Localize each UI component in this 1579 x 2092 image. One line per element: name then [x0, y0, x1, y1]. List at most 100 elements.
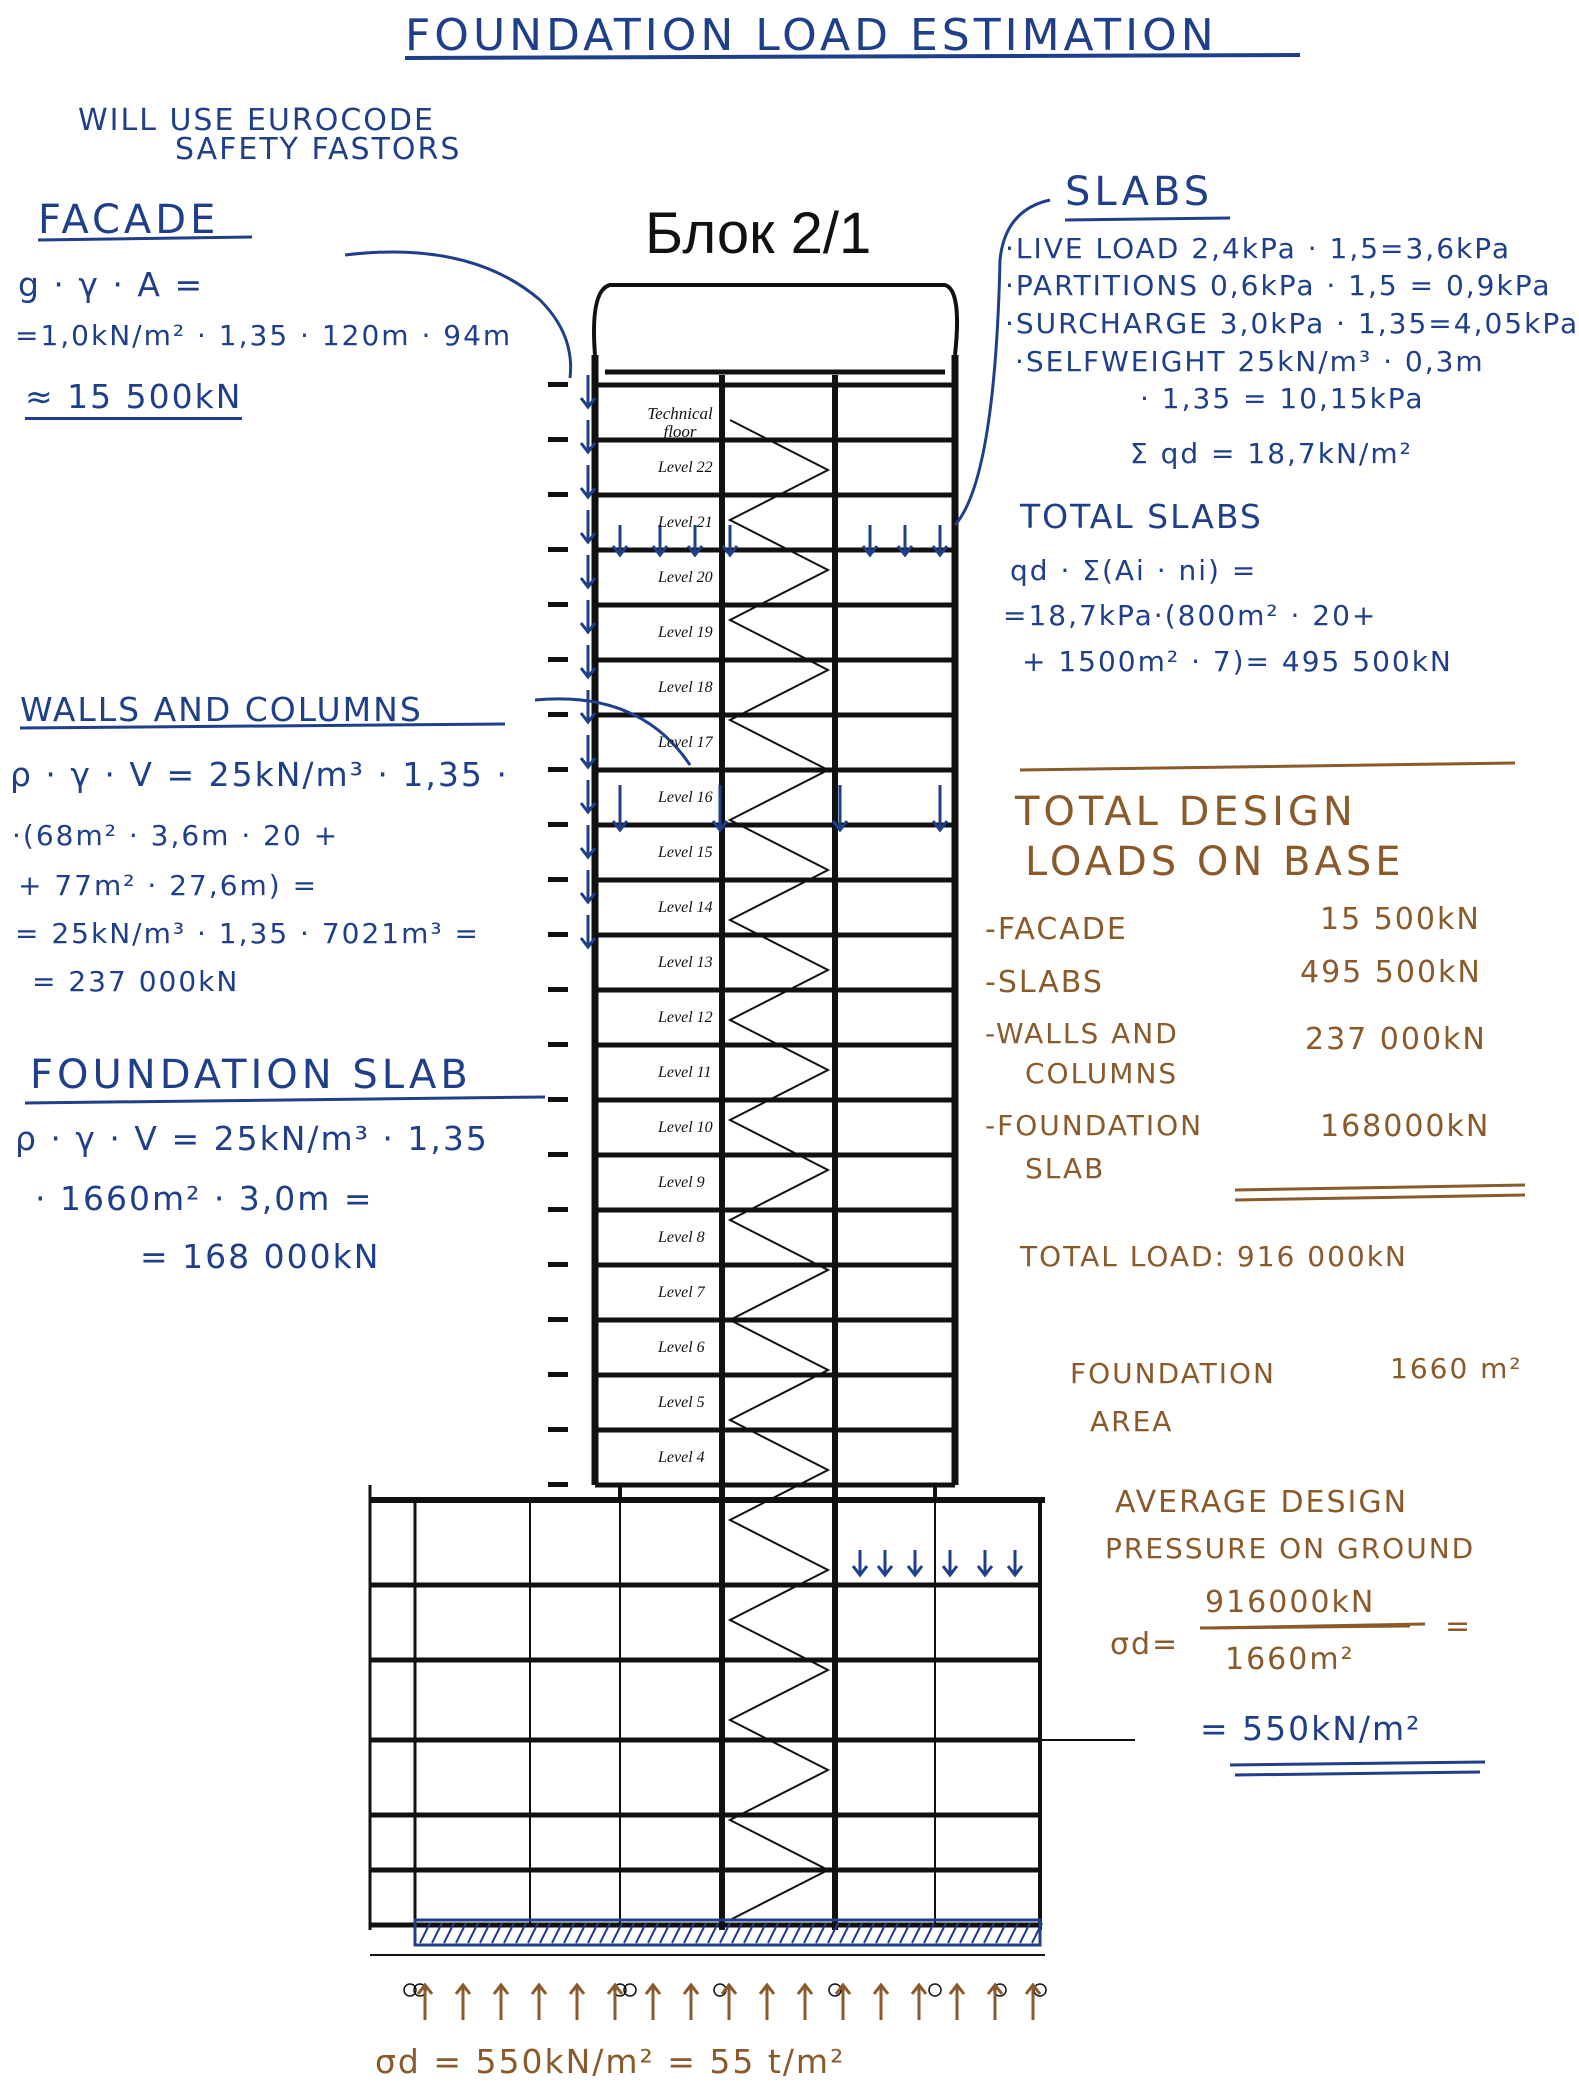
- hatch-stroke: [503, 1922, 515, 1944]
- hatch-stroke: [455, 1922, 467, 1944]
- stair-flight: [727, 419, 831, 1921]
- total-slabs-line-1: qd · Σ(Ai · ni) =: [1010, 554, 1258, 587]
- hatch-stroke: [719, 1922, 731, 1944]
- facade-result: ≈ 15 500kN: [25, 380, 243, 420]
- facade-heading: FACADE: [38, 197, 220, 243]
- dimension-tick: [548, 767, 568, 772]
- level-label: Level 13: [658, 953, 713, 971]
- load-arrowhead: [896, 545, 914, 558]
- note-line-1: WILL USE EUROCODE: [78, 103, 435, 138]
- block-label: Блок 2/1: [645, 201, 872, 266]
- walls-line-3: + 77m² · 27,6m) =: [18, 869, 319, 902]
- load-arrowhead: [876, 1565, 894, 1578]
- level-label: Level 15: [658, 843, 713, 861]
- load-arrowhead: [721, 545, 739, 558]
- hatch-stroke: [695, 1922, 707, 1944]
- load-arrowhead: [579, 847, 597, 860]
- dimension-tick: [548, 932, 568, 937]
- load-arrowhead: [906, 1565, 924, 1578]
- hatch-stroke: [863, 1922, 875, 1944]
- dimension-tick: [548, 1262, 568, 1267]
- level-label: Level 22: [658, 458, 713, 476]
- hatch-stroke: [479, 1922, 491, 1944]
- dimension-tick: [548, 547, 568, 552]
- facade-line-2: =1,0kN/m² · 1,35 · 120m · 94m: [15, 319, 513, 352]
- dimension-tick: [548, 492, 568, 497]
- load-arrowhead: [644, 1982, 662, 1995]
- dimension-tick: [548, 1042, 568, 1047]
- dimension-tick: [548, 602, 568, 607]
- slabs-sum: Σ qd = 18,7kN/m²: [1130, 437, 1413, 470]
- load-arrowhead: [986, 1982, 1004, 1995]
- hatch-stroke: [971, 1922, 983, 1944]
- bottom-pressure-equation: σd = 550kN/m² = 55 t/m²: [375, 2042, 846, 2081]
- area-label-2: AREA: [1090, 1405, 1174, 1438]
- load-arrowhead: [579, 802, 597, 815]
- grid-axis-bubble: [928, 1983, 942, 1997]
- load-arrowhead: [579, 397, 597, 410]
- load-arrowhead: [611, 545, 629, 558]
- totals-heading-2: LOADS ON BASE: [1025, 839, 1405, 885]
- slabs-line-2: ·PARTITIONS 0,6kPa · 1,5 = 0,9kPa: [1005, 269, 1552, 302]
- floor-lines: [595, 382, 955, 1488]
- slabs-line-4: ·SELFWEIGHT 25kN/m³ · 0,3m: [1015, 345, 1485, 378]
- load-arrowhead: [861, 545, 879, 558]
- hatch-stroke: [647, 1922, 659, 1944]
- total-slabs-heading: TOTAL SLABS: [1020, 497, 1263, 536]
- hatch-stroke: [959, 1922, 971, 1944]
- average-pressure-result: = 550kN/m²: [1200, 1709, 1422, 1748]
- load-arrowhead: [579, 892, 597, 905]
- load-arrowhead: [492, 1982, 510, 1995]
- hatch-stroke: [623, 1922, 635, 1944]
- load-arrowhead: [758, 1982, 776, 1995]
- hatch-stroke: [683, 1922, 695, 1944]
- facade-pointer-curve: [344, 250, 573, 379]
- level-label: Level 21: [658, 513, 713, 531]
- level-label: Level 19: [658, 623, 713, 641]
- totals-foundation-label: -FOUNDATION: [985, 1109, 1204, 1142]
- hatch-stroke: [1031, 1922, 1043, 1944]
- load-arrowhead: [910, 1982, 928, 1995]
- load-arrows: [416, 375, 1042, 2020]
- totals-facade-value: 15 500kN: [1320, 902, 1481, 937]
- area-label-1: FOUNDATION: [1070, 1357, 1276, 1390]
- hatch-stroke: [431, 1922, 443, 1944]
- load-arrowhead: [976, 1565, 994, 1578]
- load-arrowhead: [579, 577, 597, 590]
- foundation-slab-line-1: ρ · γ · V = 25kN/m³ · 1,35: [15, 1119, 489, 1158]
- hatch-stroke: [947, 1922, 959, 1944]
- fraction-numerator: 916000kN: [1205, 1585, 1376, 1620]
- dimension-tick: [548, 437, 568, 442]
- hatch-stroke: [887, 1922, 899, 1944]
- walls-line-1: ρ · γ · V = 25kN/m³ · 1,35 ·: [10, 755, 509, 794]
- dimension-tick: [548, 877, 568, 882]
- load-arrowhead: [454, 1982, 472, 1995]
- load-arrowhead: [606, 1982, 624, 1995]
- hatch-stroke: [851, 1922, 863, 1944]
- load-arrowhead: [831, 820, 849, 833]
- fraction-denominator: 1660m²: [1225, 1642, 1355, 1677]
- hatch-stroke: [911, 1922, 923, 1944]
- hatch-stroke: [443, 1922, 455, 1944]
- note-line-2: SAFETY FASTORS: [175, 132, 462, 167]
- hatch-stroke: [839, 1922, 851, 1944]
- load-arrowhead: [579, 487, 597, 500]
- dimension-tick: [548, 382, 568, 387]
- hatch-stroke: [731, 1922, 743, 1944]
- grid-axis-bubble: [623, 1983, 637, 1997]
- hatch-stroke: [527, 1922, 539, 1944]
- hatch-stroke: [899, 1922, 911, 1944]
- load-arrowhead: [568, 1982, 586, 1995]
- dimension-tick: [548, 987, 568, 992]
- hatch-stroke: [827, 1922, 839, 1944]
- dimension-tick: [548, 1152, 568, 1157]
- hatch-stroke: [803, 1922, 815, 1944]
- walls-line-4: = 25kN/m³ · 1,35 · 7021m³ =: [15, 917, 480, 950]
- total-load: TOTAL LOAD: 916 000kN: [1020, 1240, 1408, 1273]
- foundation-slab-result: = 168 000kN: [140, 1237, 381, 1276]
- dimension-tick: [548, 1317, 568, 1322]
- load-arrowhead: [834, 1982, 852, 1995]
- hatch-stroke: [995, 1922, 1007, 1944]
- totals-facade-label: -FACADE: [985, 912, 1128, 947]
- hatch-stroke: [935, 1922, 947, 1944]
